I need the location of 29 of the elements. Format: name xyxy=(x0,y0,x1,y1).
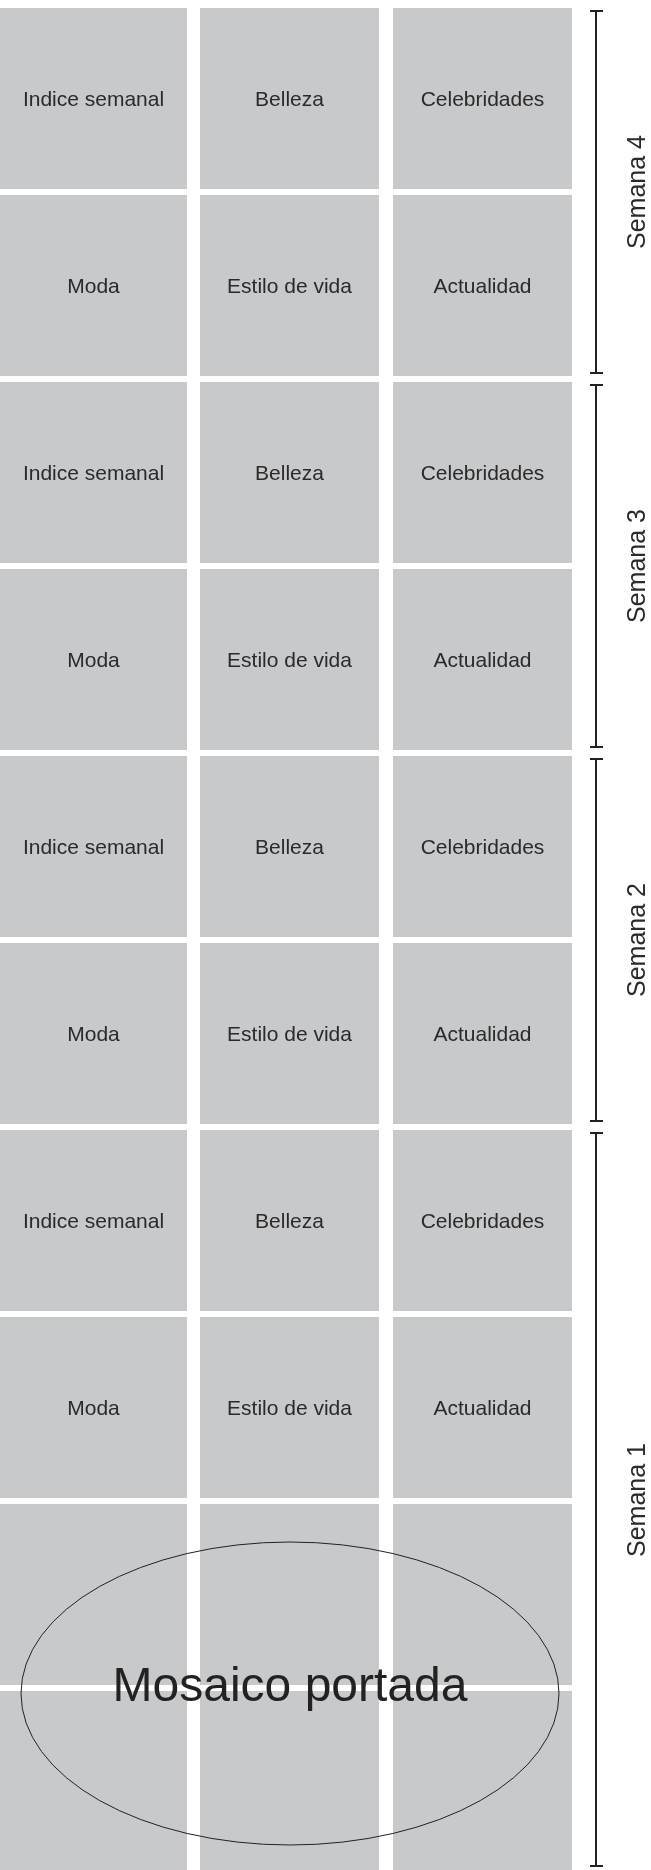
grid-tile: Celebridades xyxy=(393,8,572,189)
grid-tile: Estilo de vida xyxy=(200,195,379,376)
grid-tile: Belleza xyxy=(200,382,379,563)
week-label: Semana 3 xyxy=(621,509,651,623)
grid-tile: Celebridades xyxy=(393,1130,572,1311)
grid-tile: Belleza xyxy=(200,8,379,189)
grid-tile: Moda xyxy=(0,569,187,750)
grid-tile: Moda xyxy=(0,195,187,376)
grid-tile: Actualidad xyxy=(393,943,572,1124)
grid-tile: Belleza xyxy=(200,756,379,937)
grid-tile: Estilo de vida xyxy=(200,1317,379,1498)
grid-tile: Actualidad xyxy=(393,569,572,750)
grid-tile: Actualidad xyxy=(393,1317,572,1498)
grid-tile: Celebridades xyxy=(393,756,572,937)
grid-tile: Indice semanal xyxy=(0,756,187,937)
section-title: Mosaico portada xyxy=(112,1657,468,1712)
grid-tile: Celebridades xyxy=(393,382,572,563)
week-label: Semana 2 xyxy=(621,883,651,997)
grid-tile: Indice semanal xyxy=(0,382,187,563)
grid-tile: Actualidad xyxy=(393,195,572,376)
grid-tile: Estilo de vida xyxy=(200,943,379,1124)
grid-tile: Indice semanal xyxy=(0,1130,187,1311)
grid-tile: Moda xyxy=(0,1317,187,1498)
grid-tile: Indice semanal xyxy=(0,8,187,189)
grid-tile: Estilo de vida xyxy=(200,569,379,750)
grid-tile: Moda xyxy=(0,943,187,1124)
week-label: Semana 4 xyxy=(621,135,651,249)
grid-tile: Belleza xyxy=(200,1130,379,1311)
week-label: Semana 1 xyxy=(621,1442,651,1557)
